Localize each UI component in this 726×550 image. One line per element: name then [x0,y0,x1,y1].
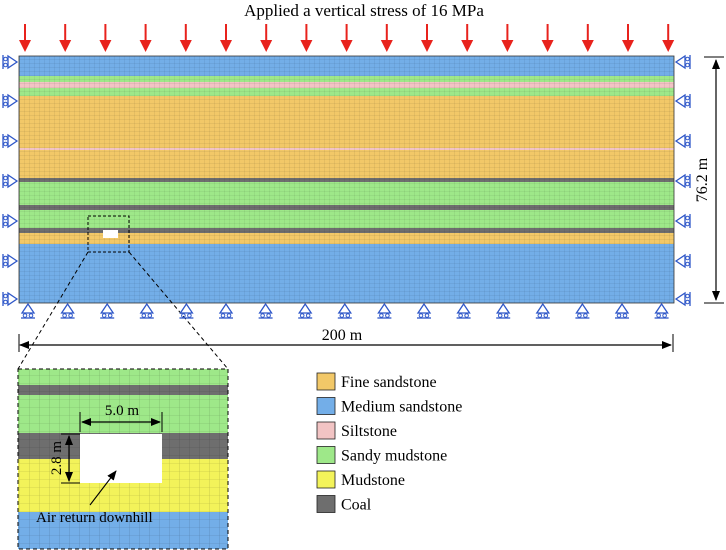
zoom-line-left [17,251,89,370]
roller-support-icon [179,302,194,319]
legend-item: Mudstone [316,470,405,489]
model-border [18,55,675,304]
legend-item: Sandy mudstone [316,446,447,465]
stress-arrow [380,24,393,52]
right-roller-supports [674,54,691,307]
inset-border [17,368,229,550]
stress-arrows [19,24,675,52]
stress-arrow [59,24,72,52]
roller-support-icon [377,302,392,319]
legend-swatch [316,470,336,489]
roller-support-icon [575,302,590,319]
roller-support-icon [456,302,471,319]
zoom-region-box [87,215,130,253]
main-roadway-opening [103,230,118,238]
roller-support-icon [674,253,691,269]
roller-support-icon [674,133,691,149]
height-label: 76.2 m [694,157,711,202]
inset-roadway-opening [80,434,162,483]
stress-arrow [340,24,353,52]
legend-swatch [316,446,336,464]
roller-support-icon [2,54,19,70]
legend-swatch [316,372,336,391]
roller-support-icon [2,133,19,149]
roller-support-icon [2,173,19,189]
legend-item: Siltstone [316,421,397,440]
legend-item: Fine sandstone [316,372,437,391]
legend-label: Siltstone [341,423,397,440]
roller-support-icon [654,302,669,319]
stress-arrow [501,24,514,52]
roller-support-icon [416,302,432,319]
width-label: 200 m [322,327,363,344]
roller-support-icon [60,302,75,319]
annotation-text: Air return downhill [36,510,153,526]
stress-title: Applied a vertical stress of 16 MPa [244,1,484,20]
roller-support-icon [614,302,630,319]
roller-support-icon [674,213,691,229]
stress-arrow [421,24,433,52]
roller-support-icon [674,93,691,109]
roller-support-icon [20,302,36,319]
roller-support-icon [674,173,691,189]
zoom-line-right [128,251,229,370]
annotation-pointer [89,470,117,506]
roller-support-icon [674,54,691,70]
roadway-width-label: 5.0 m [105,403,140,419]
roller-support-icon [674,291,691,307]
roller-support-icon [337,302,353,319]
stress-arrow [300,24,313,52]
legend-item: Medium sandstone [316,397,462,416]
stress-arrow [461,24,474,52]
roller-support-icon [258,302,273,319]
stress-arrow [220,24,232,52]
legend-label: Sandy mudstone [341,448,447,465]
stress-arrow [19,24,31,52]
legend-label: Medium sandstone [341,399,462,416]
roller-support-icon [218,302,234,319]
roadway-height-label: 2.8 m [49,441,65,476]
roller-support-icon [139,302,155,319]
legend-swatch [316,397,336,415]
stress-arrow [179,24,192,52]
roller-support-icon [297,302,313,319]
bottom-roller-supports [20,302,669,319]
roller-support-icon [535,302,551,319]
model-mesh [19,56,674,303]
legend-swatch [316,421,336,440]
legend-label: Coal [341,497,372,514]
roadway-inset: 5.0 m 2.8 m Air return downhill [17,368,229,550]
stress-arrow [581,24,594,52]
stress-arrow [260,24,273,52]
roller-support-icon [2,291,19,307]
roller-support-icon [99,302,115,319]
roller-support-icon [495,302,511,319]
stress-arrow [541,24,554,52]
stress-arrow [622,24,634,52]
roller-support-icon [2,253,19,269]
stress-arrow [139,24,152,52]
left-roller-supports [2,54,19,307]
legend-label: Mudstone [341,472,405,489]
stress-arrow [99,24,112,52]
stress-arrow [662,24,675,52]
legend-label: Fine sandstone [341,374,437,391]
roller-support-icon [2,93,19,109]
roller-support-icon [2,213,19,229]
legend-swatch [316,495,336,513]
legend-item: Coal [316,495,372,514]
